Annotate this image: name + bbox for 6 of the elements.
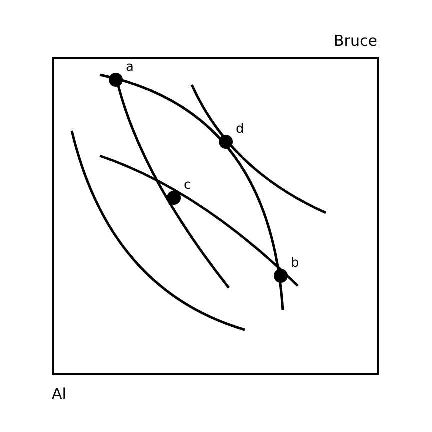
point-label: a: [126, 60, 134, 75]
point-label: c: [184, 178, 192, 193]
axis-origin-label: Bruce: [334, 32, 378, 50]
point-label: b: [291, 256, 300, 271]
axis-origin-label: Al: [52, 385, 66, 403]
point-label: d: [236, 122, 244, 137]
